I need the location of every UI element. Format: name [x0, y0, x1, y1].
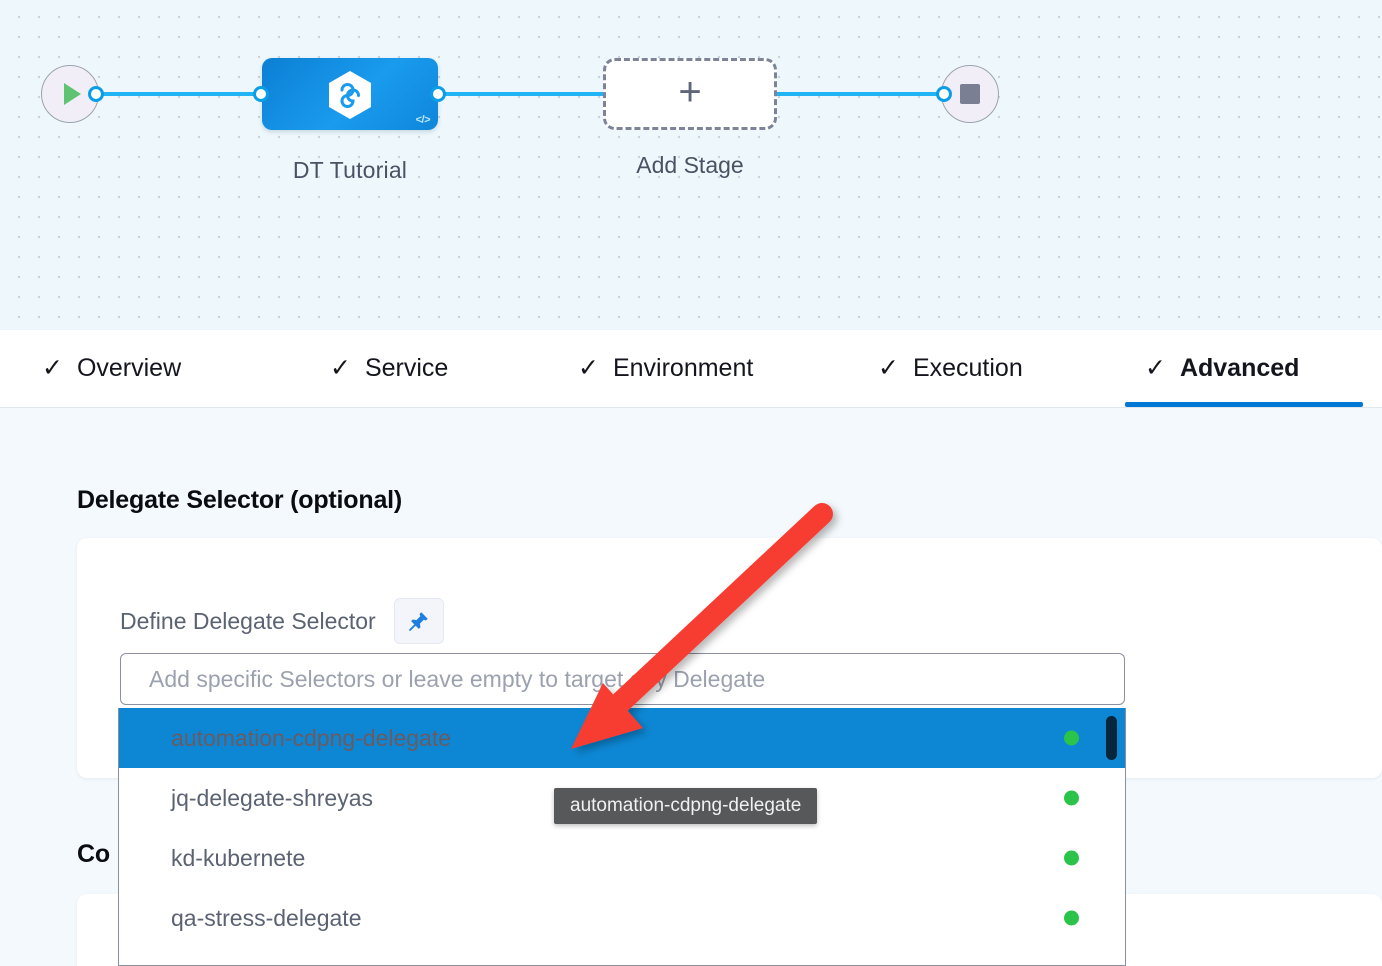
tab-advanced[interactable]: ✓ Advanced — [1125, 330, 1363, 407]
conditional-execution-heading: Co — [77, 840, 110, 868]
delegate-selector-heading: Delegate Selector (optional) — [77, 486, 403, 514]
delegate-selector-dropdown[interactable]: automation-cdpng-delegate jq-delegate-sh… — [118, 708, 1126, 966]
dropdown-scrollbar-thumb[interactable] — [1106, 716, 1117, 760]
connector-line — [762, 92, 954, 96]
stage-tabbar: ✓ Overview ✓ Service ✓ Environment ✓ Exe… — [0, 330, 1382, 408]
check-icon: ✓ — [1145, 354, 1166, 382]
connector-port[interactable] — [253, 86, 269, 102]
tab-environment[interactable]: ✓ Environment — [558, 330, 773, 407]
define-delegate-selector-label: Define Delegate Selector — [120, 607, 376, 634]
add-stage-button[interactable]: + — [603, 58, 777, 130]
dropdown-option-kd-kubernete[interactable]: kd-kubernete — [119, 828, 1125, 888]
delegate-status-dot — [1064, 730, 1079, 746]
tab-service[interactable]: ✓ Service — [310, 330, 468, 407]
tab-label: Environment — [612, 354, 754, 382]
tab-execution[interactable]: ✓ Execution — [858, 330, 1043, 407]
tab-label: Advanced — [1179, 354, 1300, 382]
check-icon: ✓ — [578, 354, 599, 382]
delegate-status-dot — [1064, 910, 1079, 926]
tab-overview[interactable]: ✓ Overview — [22, 330, 201, 407]
check-icon: ✓ — [330, 354, 351, 382]
dropdown-option-qa-stress-delegate[interactable]: qa-stress-delegate — [119, 888, 1125, 948]
dropdown-option-label: qa-stress-delegate — [171, 904, 362, 931]
delegate-status-dot — [1064, 850, 1079, 866]
dropdown-option-automation-cdpng-delegate[interactable]: automation-cdpng-delegate — [119, 708, 1125, 768]
check-icon: ✓ — [42, 354, 63, 382]
delegate-selector-input[interactable]: Add specific Selectors or leave empty to… — [120, 653, 1125, 705]
connector-port[interactable] — [88, 86, 104, 102]
pin-icon — [408, 612, 428, 631]
plus-icon: + — [678, 70, 702, 114]
dropdown-option-label: automation-cdpng-delegate — [171, 724, 452, 751]
dropdown-option-label: jq-delegate-shreyas — [171, 784, 374, 811]
deployment-hexagon-icon — [326, 70, 374, 125]
tab-label: Execution — [912, 354, 1023, 382]
play-icon — [64, 83, 81, 105]
connector-port[interactable] — [936, 86, 952, 102]
add-stage-label: Add Stage — [636, 152, 744, 178]
stop-icon — [960, 84, 980, 104]
connector-line — [437, 92, 617, 96]
connector-line — [96, 92, 268, 96]
pipeline-canvas[interactable]: </> DT Tutorial + Add Stage — [0, 0, 1382, 330]
stage-node-dt-tutorial[interactable]: </> — [262, 58, 438, 130]
define-delegate-selector-row: Define Delegate Selector — [120, 598, 444, 644]
delegate-status-dot — [1064, 790, 1079, 806]
check-icon: ✓ — [878, 354, 899, 382]
selector-placeholder: Add specific Selectors or leave empty to… — [149, 665, 766, 692]
connector-port[interactable] — [430, 86, 446, 102]
stage-node-label: DT Tutorial — [292, 157, 408, 183]
tab-label: Overview — [76, 354, 182, 382]
tab-label: Service — [364, 354, 449, 382]
dropdown-option-label: kd-kubernete — [171, 844, 306, 871]
dropdown-option-jq-delegate-shreyas[interactable]: jq-delegate-shreyas — [119, 768, 1125, 828]
code-badge-icon: </> — [415, 114, 431, 126]
pin-button[interactable] — [393, 598, 444, 644]
